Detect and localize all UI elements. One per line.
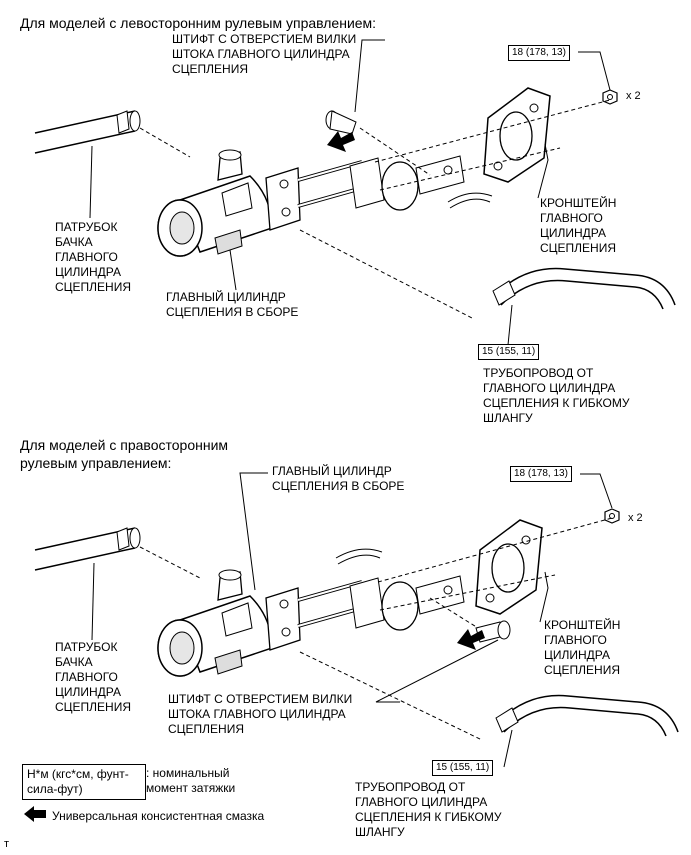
bottom-bracket-shape <box>475 519 543 615</box>
bottom-grease-arrow-icon <box>457 629 485 650</box>
top-nut-shape <box>602 89 618 105</box>
bottom-nut-qty: x 2 <box>628 512 643 524</box>
legend-grease-desc: Универсальная консистентная смазка <box>52 809 265 823</box>
bottom-nut-torque-box: 18 (178, 13) <box>510 466 572 482</box>
top-clip-shape <box>447 192 493 209</box>
bottom-cylinder-label: ГЛАВНЫЙ ЦИЛИНДР СЦЕПЛЕНИЯ В СБОРЕ <box>272 464 405 493</box>
bottom-cylinder-shape <box>156 568 466 678</box>
bottom-nut-shape <box>604 508 620 524</box>
top-bracket-label: КРОНШТЕЙН ГЛАВНОГО ЦИЛИНДРА СЦЕПЛЕНИЯ <box>540 196 617 255</box>
bottom-hose-shape <box>34 527 141 571</box>
bottom-pipe-label: ТРУБОПРОВОД ОТ ГЛАВНОГО ЦИЛИНДРА СЦЕПЛЕН… <box>355 780 502 839</box>
top-pipe-torque-box: 15 (155, 11) <box>478 344 540 360</box>
bottom-bracket-label: КРОНШТЕЙН ГЛАВНОГО ЦИЛИНДРА СЦЕПЛЕНИЯ <box>544 618 621 677</box>
top-pin-label: ШТИФТ С ОТВЕРСТИЕМ ВИЛКИ ШТОКА ГЛАВНОГО … <box>172 32 357 76</box>
top-cylinder-label: ГЛАВНЫЙ ЦИЛИНДР СЦЕПЛЕНИЯ В СБОРЕ <box>166 290 299 319</box>
bottom-header: Для моделей с правосторонним рулевым упр… <box>20 437 229 471</box>
legend-torque-unit: Н*м (кгс*см, фунт- сила-фут) <box>22 764 146 800</box>
legend-grease-arrow-icon <box>24 806 46 822</box>
bottom-pipe-torque-box: 15 (155, 11) <box>432 760 494 776</box>
top-pipe-label: ТРУБОПРОВОД ОТ ГЛАВНОГО ЦИЛИНДРА СЦЕПЛЕН… <box>483 366 630 425</box>
top-pin-shape <box>325 110 357 135</box>
bottom-hose-label: ПАТРУБОК БАЧКА ГЛАВНОГО ЦИЛИНДРА СЦЕПЛЕН… <box>55 640 132 714</box>
top-nut-torque-box: 18 (178, 13) <box>508 45 570 61</box>
top-pipe-shape <box>492 267 676 310</box>
bottom-pin-label: ШТИФТ С ОТВЕРСТИЕМ ВИЛКИ ШТОКА ГЛАВНОГО … <box>168 692 353 736</box>
top-grease-arrow-icon <box>327 131 355 152</box>
footer-mark: т <box>4 838 10 850</box>
top-header: Для моделей с левосторонним рулевым упра… <box>20 15 377 31</box>
top-hose-shape <box>34 110 141 154</box>
top-cylinder-shape <box>156 148 466 258</box>
bottom-pipe-shape <box>495 694 679 737</box>
top-nut-qty: x 2 <box>626 90 641 102</box>
bottom-clip-shape <box>335 548 383 565</box>
top-bracket-shape <box>483 87 551 183</box>
top-hose-label: ПАТРУБОК БАЧКА ГЛАВНОГО ЦИЛИНДРА СЦЕПЛЕН… <box>55 220 132 294</box>
legend-torque-desc: : номинальный момент затяжки <box>146 766 236 795</box>
